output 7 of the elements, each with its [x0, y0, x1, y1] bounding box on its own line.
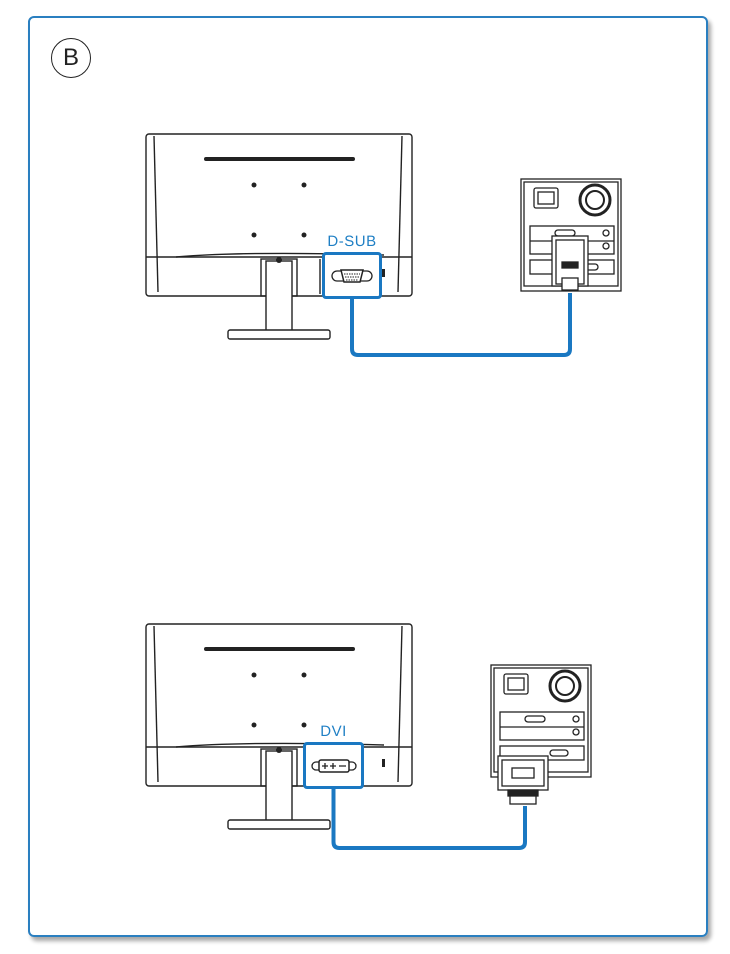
- computer-drawing: [490, 664, 592, 806]
- port-label: DVI: [320, 722, 347, 742]
- cable-line: [332, 789, 527, 850]
- port-label: D-SUB: [327, 232, 377, 252]
- section-badge: B: [51, 38, 91, 78]
- cable-line: [350, 293, 572, 357]
- computer-drawing: [520, 178, 624, 293]
